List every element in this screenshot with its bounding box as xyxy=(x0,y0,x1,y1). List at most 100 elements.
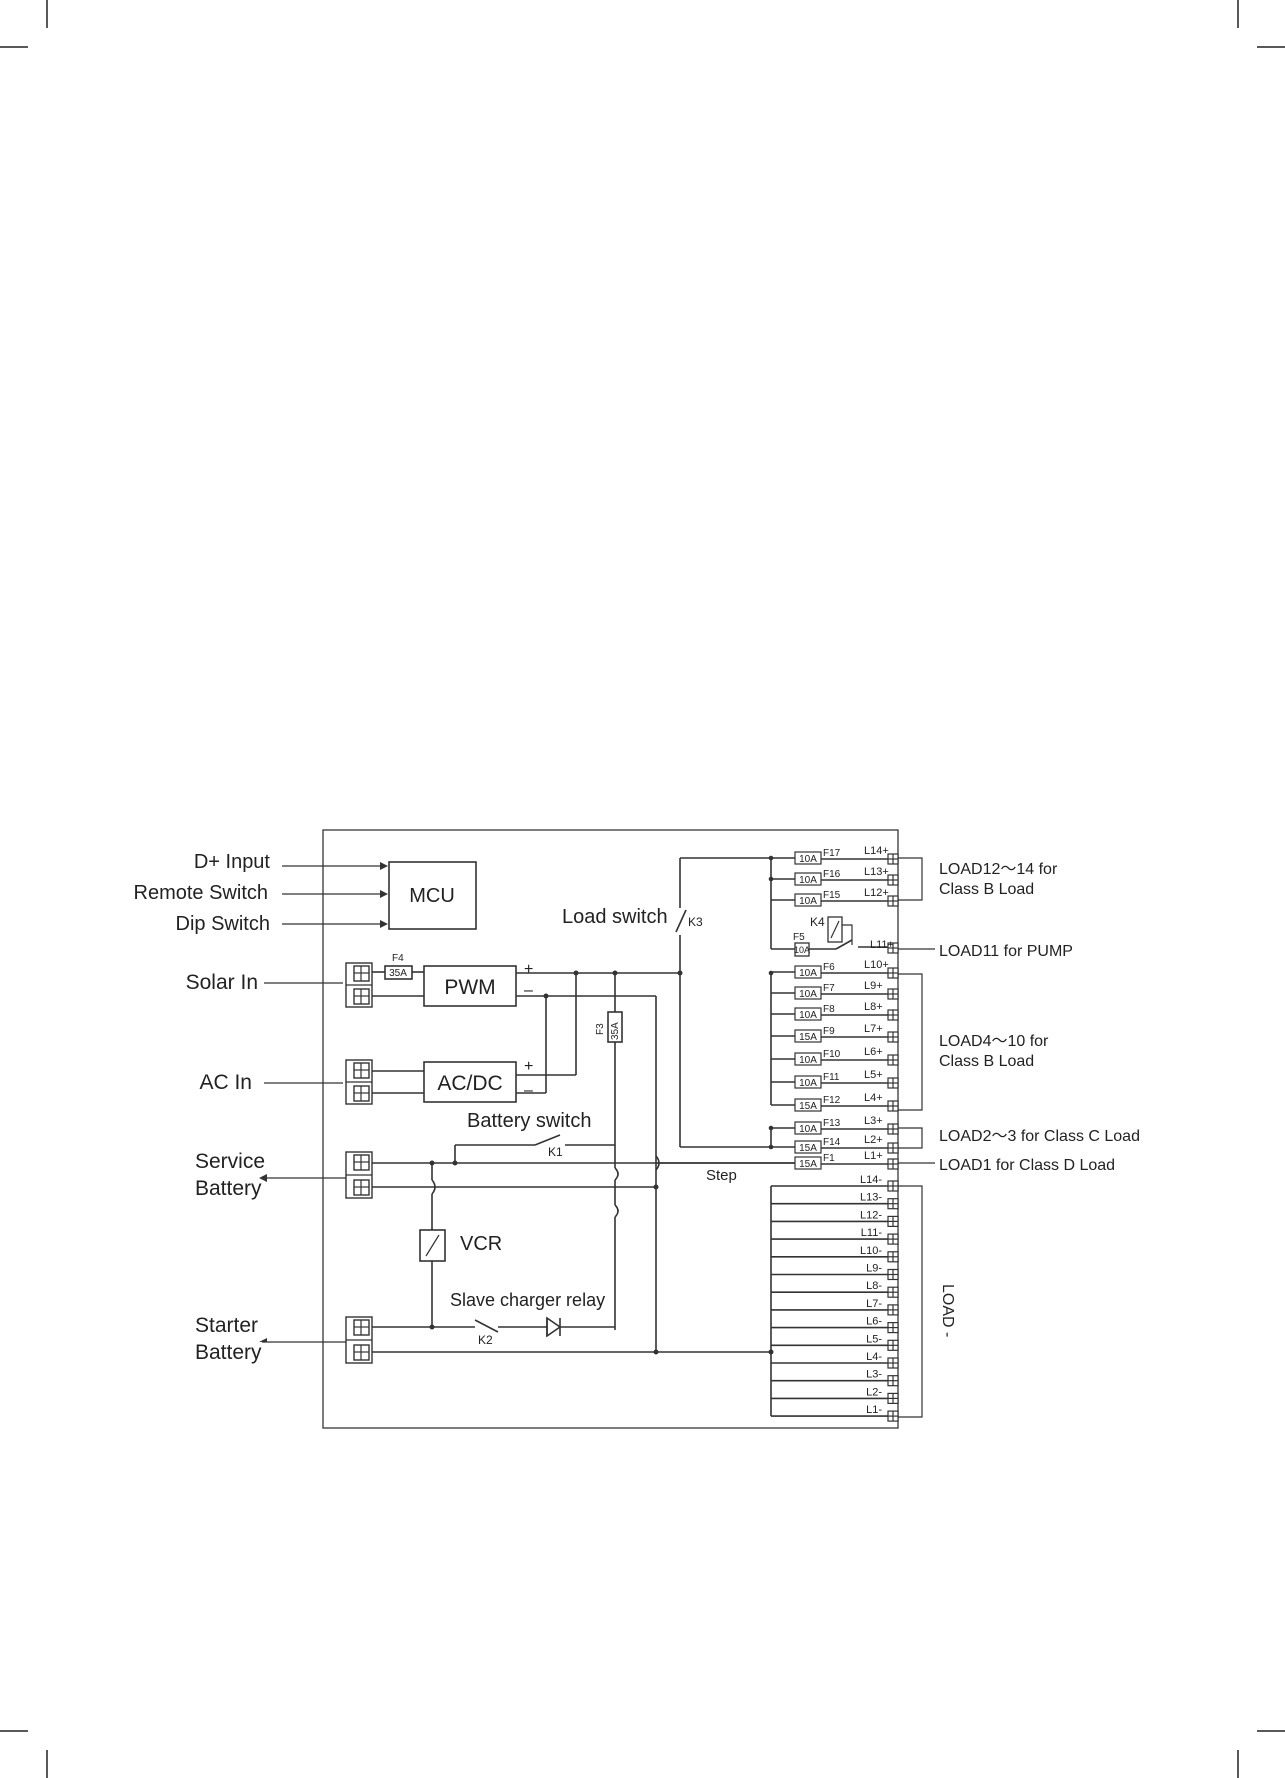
acdc-label: AC/DC xyxy=(437,1072,502,1095)
fuse-output-label: L4+ xyxy=(864,1092,883,1104)
starter-battery-label-2: Battery xyxy=(195,1341,262,1364)
terminal-starter-battery xyxy=(345,1316,373,1364)
neg-output-l4: L4- xyxy=(771,1351,899,1369)
neg-output-l13: L13- xyxy=(771,1192,899,1210)
fuse-output-label: L8+ xyxy=(864,1001,883,1013)
remote-switch-label: Remote Switch xyxy=(134,882,269,904)
fuse-f12: 15A F12 L4+ xyxy=(771,1092,899,1112)
fuse-output-label: L3+ xyxy=(864,1115,883,1127)
battery-lead-arrows xyxy=(259,1174,346,1343)
service-battery-label-1: Service xyxy=(195,1150,265,1173)
fuse-name: F8 xyxy=(823,1004,835,1015)
neg-output-l6: L6- xyxy=(771,1316,899,1334)
k3-label: K3 xyxy=(688,915,703,929)
fuse-output-label: L13+ xyxy=(864,866,889,878)
fuse-name: F11 xyxy=(823,1072,840,1083)
fuse-f16: 10A F16 L13+ xyxy=(771,866,899,886)
neg-output-l11: L11- xyxy=(771,1227,899,1245)
neg-output-l1: L1- xyxy=(771,1404,899,1422)
fuse-name: F16 xyxy=(823,869,841,880)
fuse-f9: 15A F9 L7+ xyxy=(771,1023,899,1043)
fuse-output-label: L14+ xyxy=(864,845,889,857)
neg-output-l5: L5- xyxy=(771,1333,899,1351)
mcu-label: MCU xyxy=(409,885,455,907)
fuse-name: F15 xyxy=(823,890,841,901)
service-positive-line xyxy=(372,1134,805,1171)
fuse-rating: 10A xyxy=(799,896,817,907)
neg-output-label: L13- xyxy=(860,1192,882,1204)
neg-output-label: L2- xyxy=(866,1386,882,1398)
solar-in-label: Solar In xyxy=(186,971,258,994)
fuse-rating: 10A xyxy=(799,875,817,886)
fuse-rating: 10A xyxy=(799,854,817,865)
neg-output-label: L7- xyxy=(866,1298,882,1310)
fuse-rating: 10A xyxy=(799,1055,817,1066)
neg-output-label: L14- xyxy=(860,1174,882,1186)
terminal-solar xyxy=(345,962,373,1008)
neg-output-l9: L9- xyxy=(771,1263,899,1281)
k2-label: K2 xyxy=(478,1333,493,1347)
f4-rating: 35A xyxy=(389,968,407,979)
acdc-minus: – xyxy=(524,1082,533,1099)
neg-output-l12: L12- xyxy=(771,1209,899,1228)
fuse-name: F10 xyxy=(823,1049,841,1060)
step-label: Step xyxy=(706,1167,737,1184)
fuse-name: F7 xyxy=(823,983,835,994)
k1-label: K1 xyxy=(548,1145,563,1159)
slave-charger-relay-label: Slave charger relay xyxy=(450,1290,605,1310)
neg-output-label: L5- xyxy=(866,1333,882,1345)
negative-bus xyxy=(516,993,657,1352)
neg-output-label: L10- xyxy=(860,1245,882,1257)
load4-10-label-2: Class B Load xyxy=(939,1053,1034,1070)
neg-output-label: L4- xyxy=(866,1351,882,1363)
d-plus-input-label: D+ Input xyxy=(194,851,271,873)
terminal-l11 xyxy=(887,942,899,954)
battery-switch-label: Battery switch xyxy=(467,1110,591,1132)
pwm-label: PWM xyxy=(444,976,495,999)
load12-14-label-2: Class B Load xyxy=(939,881,1034,898)
fuse-name: F14 xyxy=(823,1137,841,1148)
neg-output-l3: L3- xyxy=(771,1369,899,1387)
pwm-minus: – xyxy=(524,982,533,999)
fuse-rating: 10A xyxy=(799,1124,817,1135)
f4-name: F4 xyxy=(392,953,404,964)
neg-output-label: L11- xyxy=(861,1227,883,1239)
diode xyxy=(546,1316,562,1338)
fuse-rating: 15A xyxy=(799,1101,817,1112)
fuse-output-label: L5+ xyxy=(864,1069,883,1081)
negative-output-stack: L14-L13-L12-L11-L10-L9-L8-L7-L6-L5-L4-L3… xyxy=(770,1174,899,1422)
dip-switch-label: Dip Switch xyxy=(176,913,270,935)
fuse-rating: 15A xyxy=(799,1032,817,1043)
neg-output-label: L9- xyxy=(866,1263,882,1275)
neg-output-l14: L14- xyxy=(771,1174,899,1192)
vcr-label: VCR xyxy=(460,1233,502,1255)
fuse-name: F9 xyxy=(823,1026,835,1037)
l11-plus-label: L11+ xyxy=(870,939,894,951)
fuse-rating: 15A xyxy=(799,1143,817,1154)
fuse-output-label: L7+ xyxy=(864,1023,883,1035)
load11-label: LOAD11 for PUMP xyxy=(939,943,1073,960)
neg-output-l7: L7- xyxy=(771,1298,899,1316)
starter-battery-label-1: Starter xyxy=(195,1314,258,1337)
fuse-rating: 10A xyxy=(799,989,817,1000)
acdc-block xyxy=(423,1061,517,1103)
pwm-plus: + xyxy=(524,961,533,978)
neg-output-l2: L2- xyxy=(771,1386,899,1405)
neg-output-l10: L10- xyxy=(771,1245,899,1263)
fuse-output-label: L2+ xyxy=(864,1134,883,1146)
pwm-block xyxy=(423,965,517,1007)
neg-output-label: L1- xyxy=(866,1404,882,1416)
fuse-output-label: L9+ xyxy=(864,980,883,992)
load-negative-label: LOAD - xyxy=(939,1284,956,1337)
mcu-block xyxy=(388,861,477,930)
k4-label: K4 xyxy=(810,915,825,929)
fuse-output-label: L6+ xyxy=(864,1046,883,1058)
fuse-name: F12 xyxy=(823,1095,841,1106)
terminal-service-battery xyxy=(345,1151,373,1199)
f5-rating: 10A xyxy=(794,945,810,955)
